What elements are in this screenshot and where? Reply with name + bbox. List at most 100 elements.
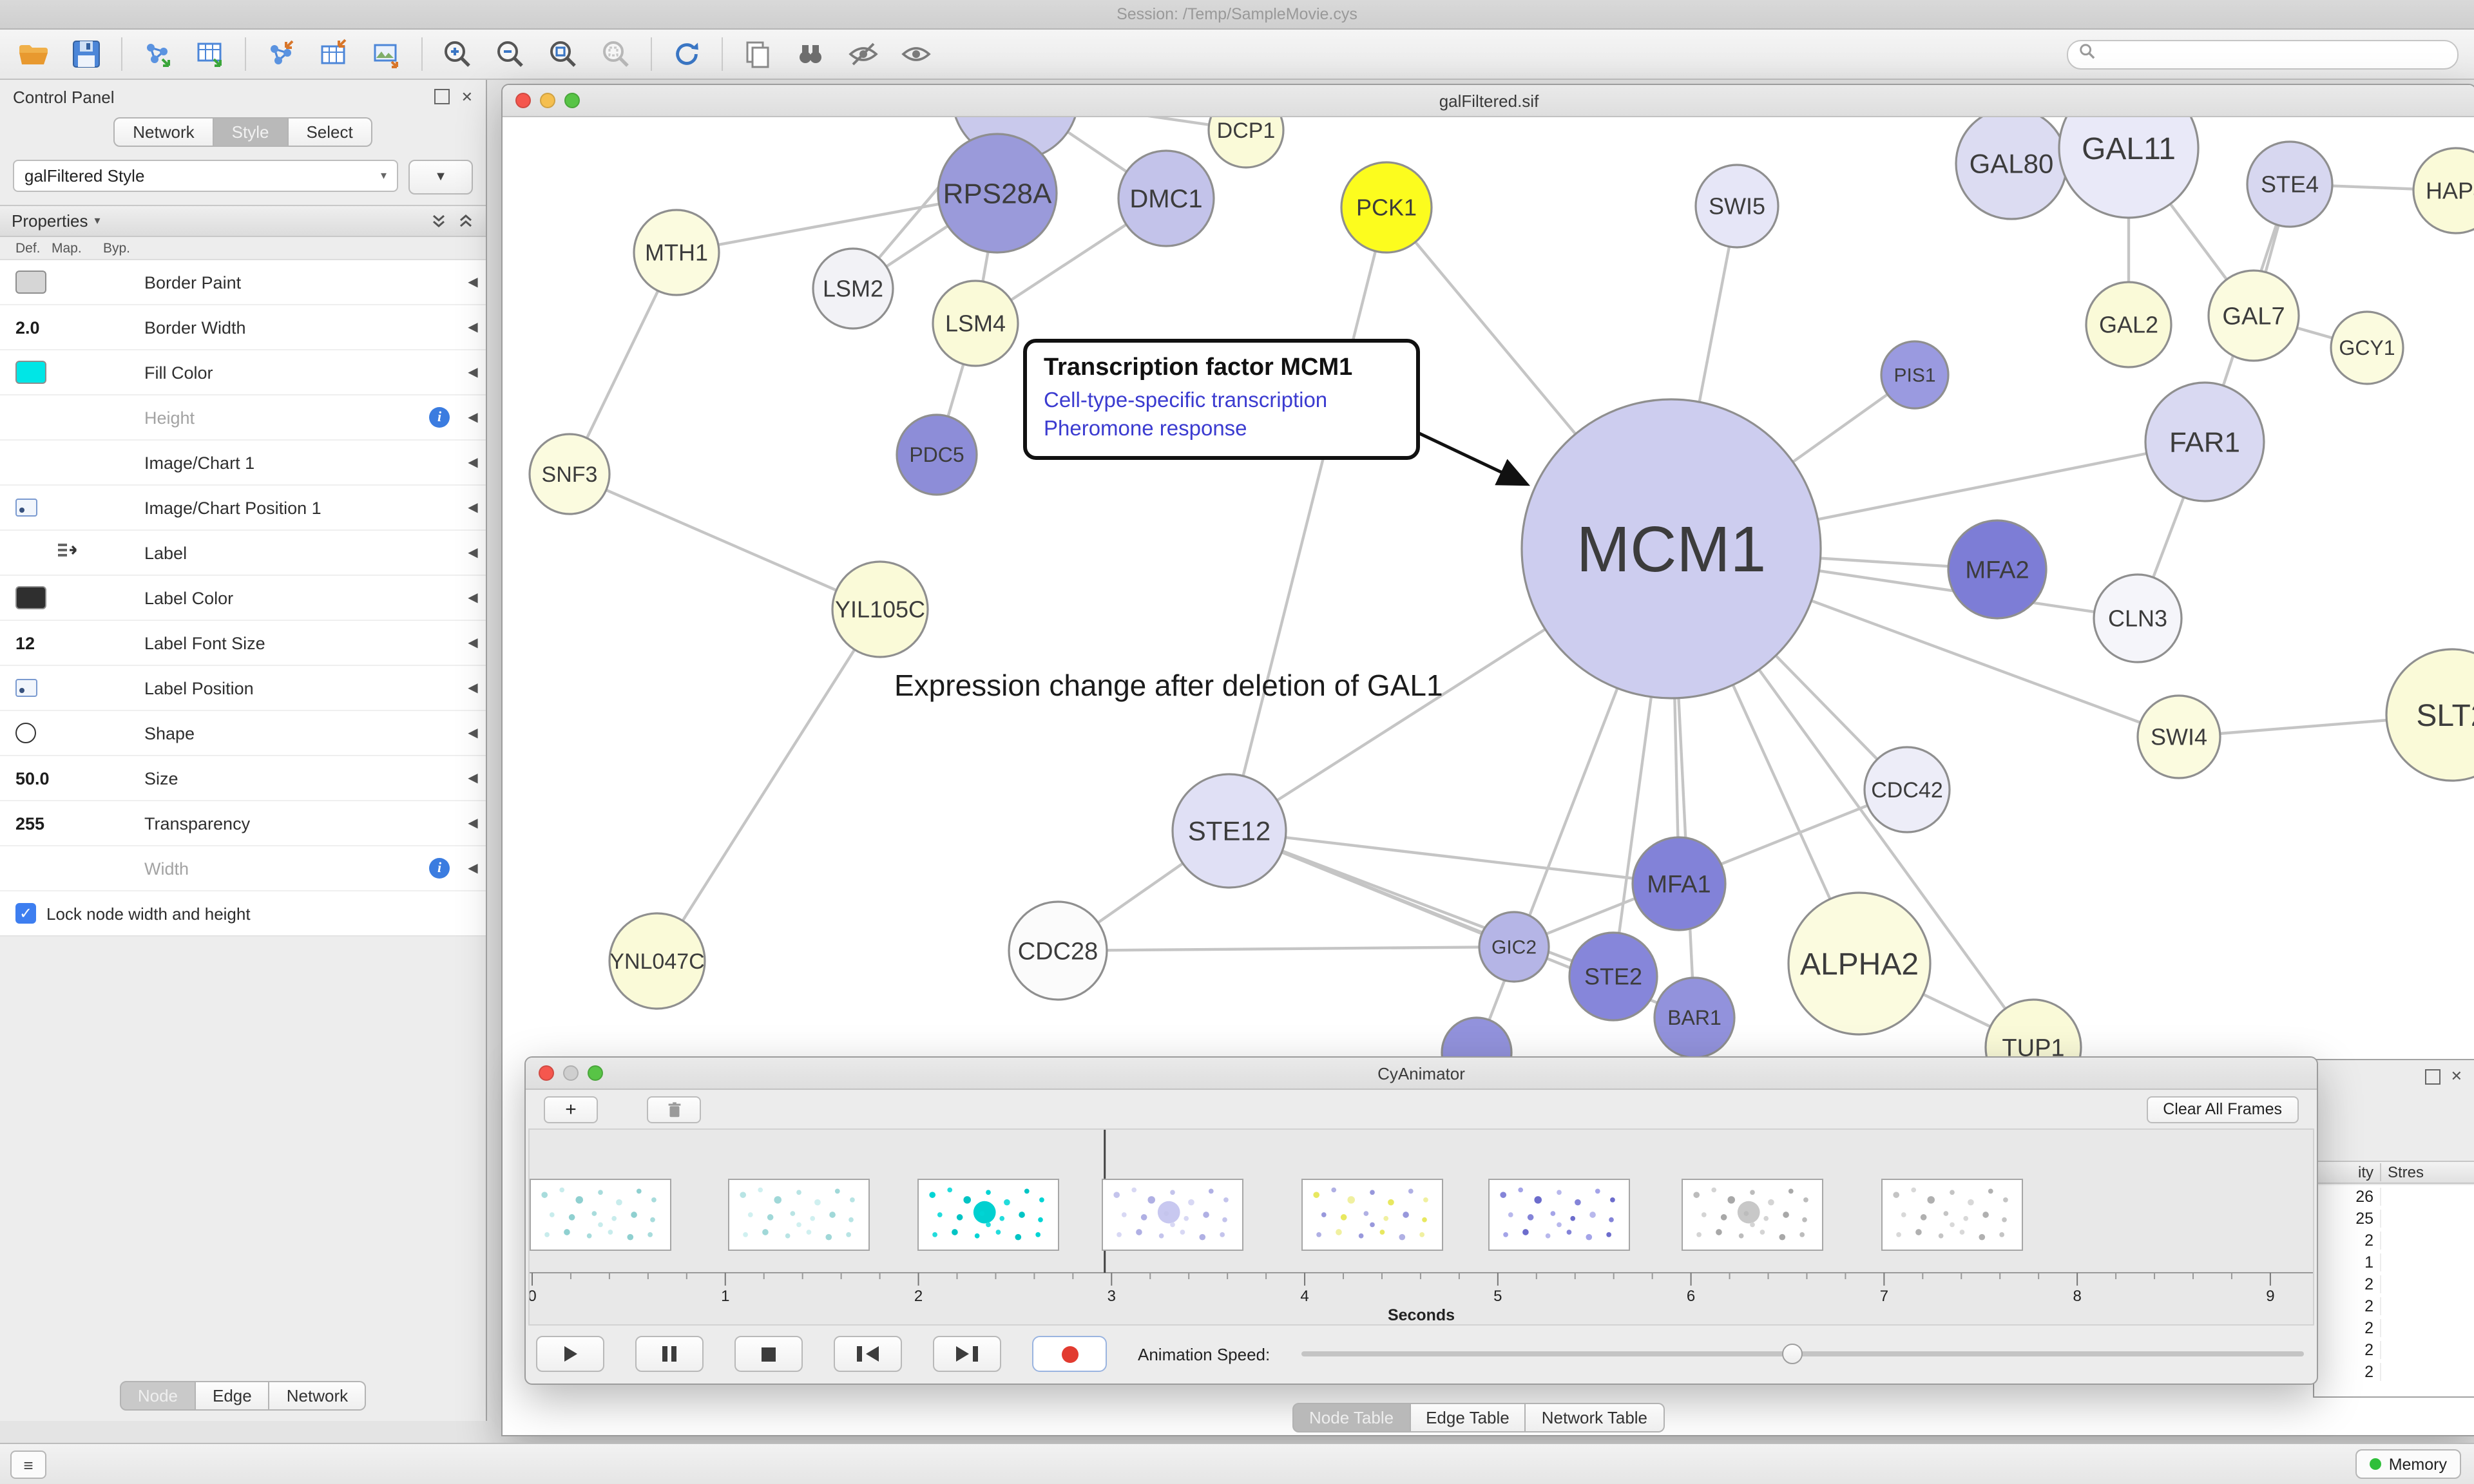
- frame-thumbnail[interactable]: [728, 1179, 870, 1251]
- network-node[interactable]: [2207, 269, 2300, 362]
- table-row[interactable]: 1: [2314, 1251, 2474, 1273]
- network-node[interactable]: [1340, 161, 1433, 254]
- find-icon[interactable]: [792, 36, 829, 72]
- clear-all-frames-button[interactable]: Clear All Frames: [2146, 1096, 2299, 1123]
- table-row[interactable]: 2: [2314, 1295, 2474, 1317]
- tab-network-style[interactable]: Network: [269, 1381, 367, 1411]
- collapse-all-icon[interactable]: [430, 213, 447, 229]
- expand-row-icon[interactable]: ◀: [468, 726, 478, 740]
- network-node[interactable]: [812, 247, 894, 330]
- network-window-titlebar[interactable]: galFiltered.sif: [503, 85, 2474, 117]
- tab-network-table[interactable]: Network Table: [1526, 1403, 1665, 1432]
- memory-button[interactable]: Memory: [2355, 1449, 2461, 1479]
- expand-row-icon[interactable]: ◀: [468, 636, 478, 650]
- tab-edge-style[interactable]: Edge: [196, 1381, 270, 1411]
- minimize-window-icon[interactable]: [563, 1065, 579, 1081]
- next-frame-button[interactable]: [933, 1336, 1001, 1372]
- copy-icon[interactable]: [740, 36, 776, 72]
- network-node[interactable]: [2412, 147, 2474, 234]
- table-row[interactable]: 2: [2314, 1317, 2474, 1338]
- expand-row-icon[interactable]: ◀: [468, 365, 478, 379]
- network-node[interactable]: [1568, 931, 1658, 1022]
- network-node[interactable]: [2246, 140, 2334, 228]
- default-value[interactable]: 50.0: [15, 768, 50, 788]
- expand-row-icon[interactable]: ◀: [468, 546, 478, 560]
- property-row[interactable]: Border Paint◀: [0, 260, 486, 305]
- property-row[interactable]: Image/Chart 1◀: [0, 441, 486, 486]
- zoom-window-icon[interactable]: [588, 1065, 603, 1081]
- frame-thumbnail[interactable]: [530, 1179, 671, 1251]
- table-row[interactable]: 2: [2314, 1229, 2474, 1251]
- zoom-selected-icon[interactable]: [598, 36, 634, 72]
- table-row[interactable]: 2: [2314, 1273, 2474, 1295]
- default-value[interactable]: 2.0: [15, 318, 40, 337]
- zoom-fit-icon[interactable]: [545, 36, 581, 72]
- delete-frame-button[interactable]: [647, 1096, 701, 1123]
- table-row[interactable]: 25: [2314, 1207, 2474, 1229]
- table-row[interactable]: 2: [2314, 1338, 2474, 1360]
- expand-all-icon[interactable]: [457, 213, 474, 229]
- zoom-in-icon[interactable]: [439, 36, 475, 72]
- open-session-icon[interactable]: [15, 36, 52, 72]
- zoom-out-icon[interactable]: [492, 36, 528, 72]
- task-history-button[interactable]: ≡: [10, 1451, 46, 1479]
- expand-row-icon[interactable]: ◀: [468, 500, 478, 515]
- speed-slider[interactable]: [1301, 1337, 2304, 1371]
- column-header[interactable]: Stres: [2388, 1163, 2424, 1181]
- frames-timeline[interactable]: 0123456789Seconds: [528, 1128, 2314, 1326]
- record-button[interactable]: [1032, 1336, 1107, 1372]
- network-node[interactable]: [2058, 117, 2200, 219]
- refresh-icon[interactable]: [669, 36, 705, 72]
- network-node[interactable]: [633, 209, 720, 296]
- frame-thumbnail[interactable]: [1102, 1179, 1243, 1251]
- network-node[interactable]: [608, 912, 706, 1010]
- property-row[interactable]: Shape◀: [0, 711, 486, 756]
- zoom-window-icon[interactable]: [564, 93, 580, 108]
- frame-thumbnail[interactable]: [1682, 1179, 1823, 1251]
- frame-thumbnail[interactable]: [1301, 1179, 1443, 1251]
- speed-slider-thumb[interactable]: [1782, 1344, 1803, 1364]
- expand-row-icon[interactable]: ◀: [468, 410, 478, 424]
- expand-row-icon[interactable]: ◀: [468, 771, 478, 785]
- position-icon[interactable]: [15, 679, 37, 697]
- hide-details-icon[interactable]: [845, 36, 881, 72]
- default-value[interactable]: 12: [15, 633, 35, 652]
- network-node[interactable]: [937, 133, 1058, 254]
- network-node[interactable]: [1478, 911, 1550, 983]
- default-value[interactable]: 255: [15, 813, 45, 833]
- network-node[interactable]: [1787, 891, 1932, 1036]
- network-node[interactable]: [932, 280, 1019, 367]
- table-row[interactable]: 26: [2314, 1185, 2474, 1207]
- export-image-icon[interactable]: [369, 36, 405, 72]
- properties-header[interactable]: Properties ▾: [0, 205, 486, 237]
- network-node[interactable]: [1631, 836, 1727, 931]
- column-header[interactable]: ity: [2314, 1163, 2381, 1181]
- style-options-button[interactable]: ▼: [408, 160, 473, 195]
- color-swatch[interactable]: [15, 361, 46, 384]
- tab-edge-table[interactable]: Edge Table: [1410, 1403, 1526, 1432]
- expand-row-icon[interactable]: ◀: [468, 816, 478, 830]
- frame-thumbnail[interactable]: [1488, 1179, 1630, 1251]
- cyanimator-titlebar[interactable]: CyAnimator: [526, 1058, 2317, 1090]
- stop-button[interactable]: [734, 1336, 803, 1372]
- tab-select[interactable]: Select: [288, 117, 372, 147]
- color-swatch[interactable]: [15, 271, 46, 294]
- network-node[interactable]: [2144, 381, 2265, 502]
- network-node[interactable]: [896, 414, 978, 496]
- property-row[interactable]: Label◀: [0, 531, 486, 576]
- expand-row-icon[interactable]: ◀: [468, 681, 478, 695]
- export-table-icon[interactable]: [316, 36, 352, 72]
- property-row[interactable]: Label Color◀: [0, 576, 486, 621]
- tab-network[interactable]: Network: [113, 117, 214, 147]
- close-window-icon[interactable]: [539, 1065, 554, 1081]
- previous-frame-button[interactable]: [834, 1336, 902, 1372]
- save-session-icon[interactable]: [68, 36, 104, 72]
- table-row[interactable]: 2: [2314, 1360, 2474, 1382]
- property-row[interactable]: Fill Color◀: [0, 350, 486, 395]
- info-icon[interactable]: i: [429, 407, 450, 428]
- color-swatch[interactable]: [15, 586, 46, 609]
